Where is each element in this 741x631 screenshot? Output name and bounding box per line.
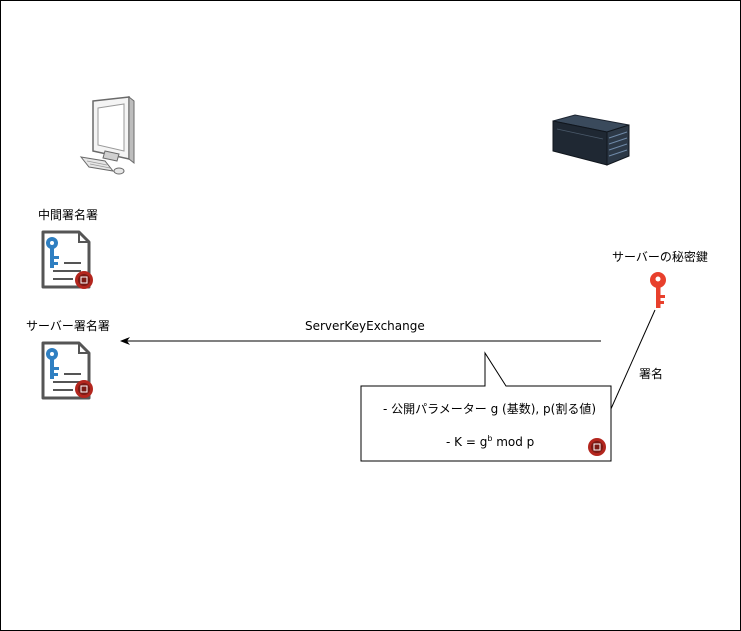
sign-label: 署名: [639, 367, 664, 381]
private-key-label: サーバーの秘密鍵: [612, 250, 708, 264]
callout-line-2-suffix: mod p: [492, 435, 535, 449]
intermediate-cert-label: 中間署名署: [38, 208, 99, 222]
server-cert-label: サーバー署名署: [26, 319, 110, 333]
callout-line-2-prefix: - K = g: [446, 435, 488, 449]
callout-line-1: - 公開パラメーター g (基数), p(割る値): [383, 402, 597, 416]
message-name-label: ServerKeyExchange: [305, 319, 425, 333]
callout-line-2: - K = gb mod p: [446, 432, 534, 449]
callout-line-2-exponent: b: [487, 434, 493, 443]
